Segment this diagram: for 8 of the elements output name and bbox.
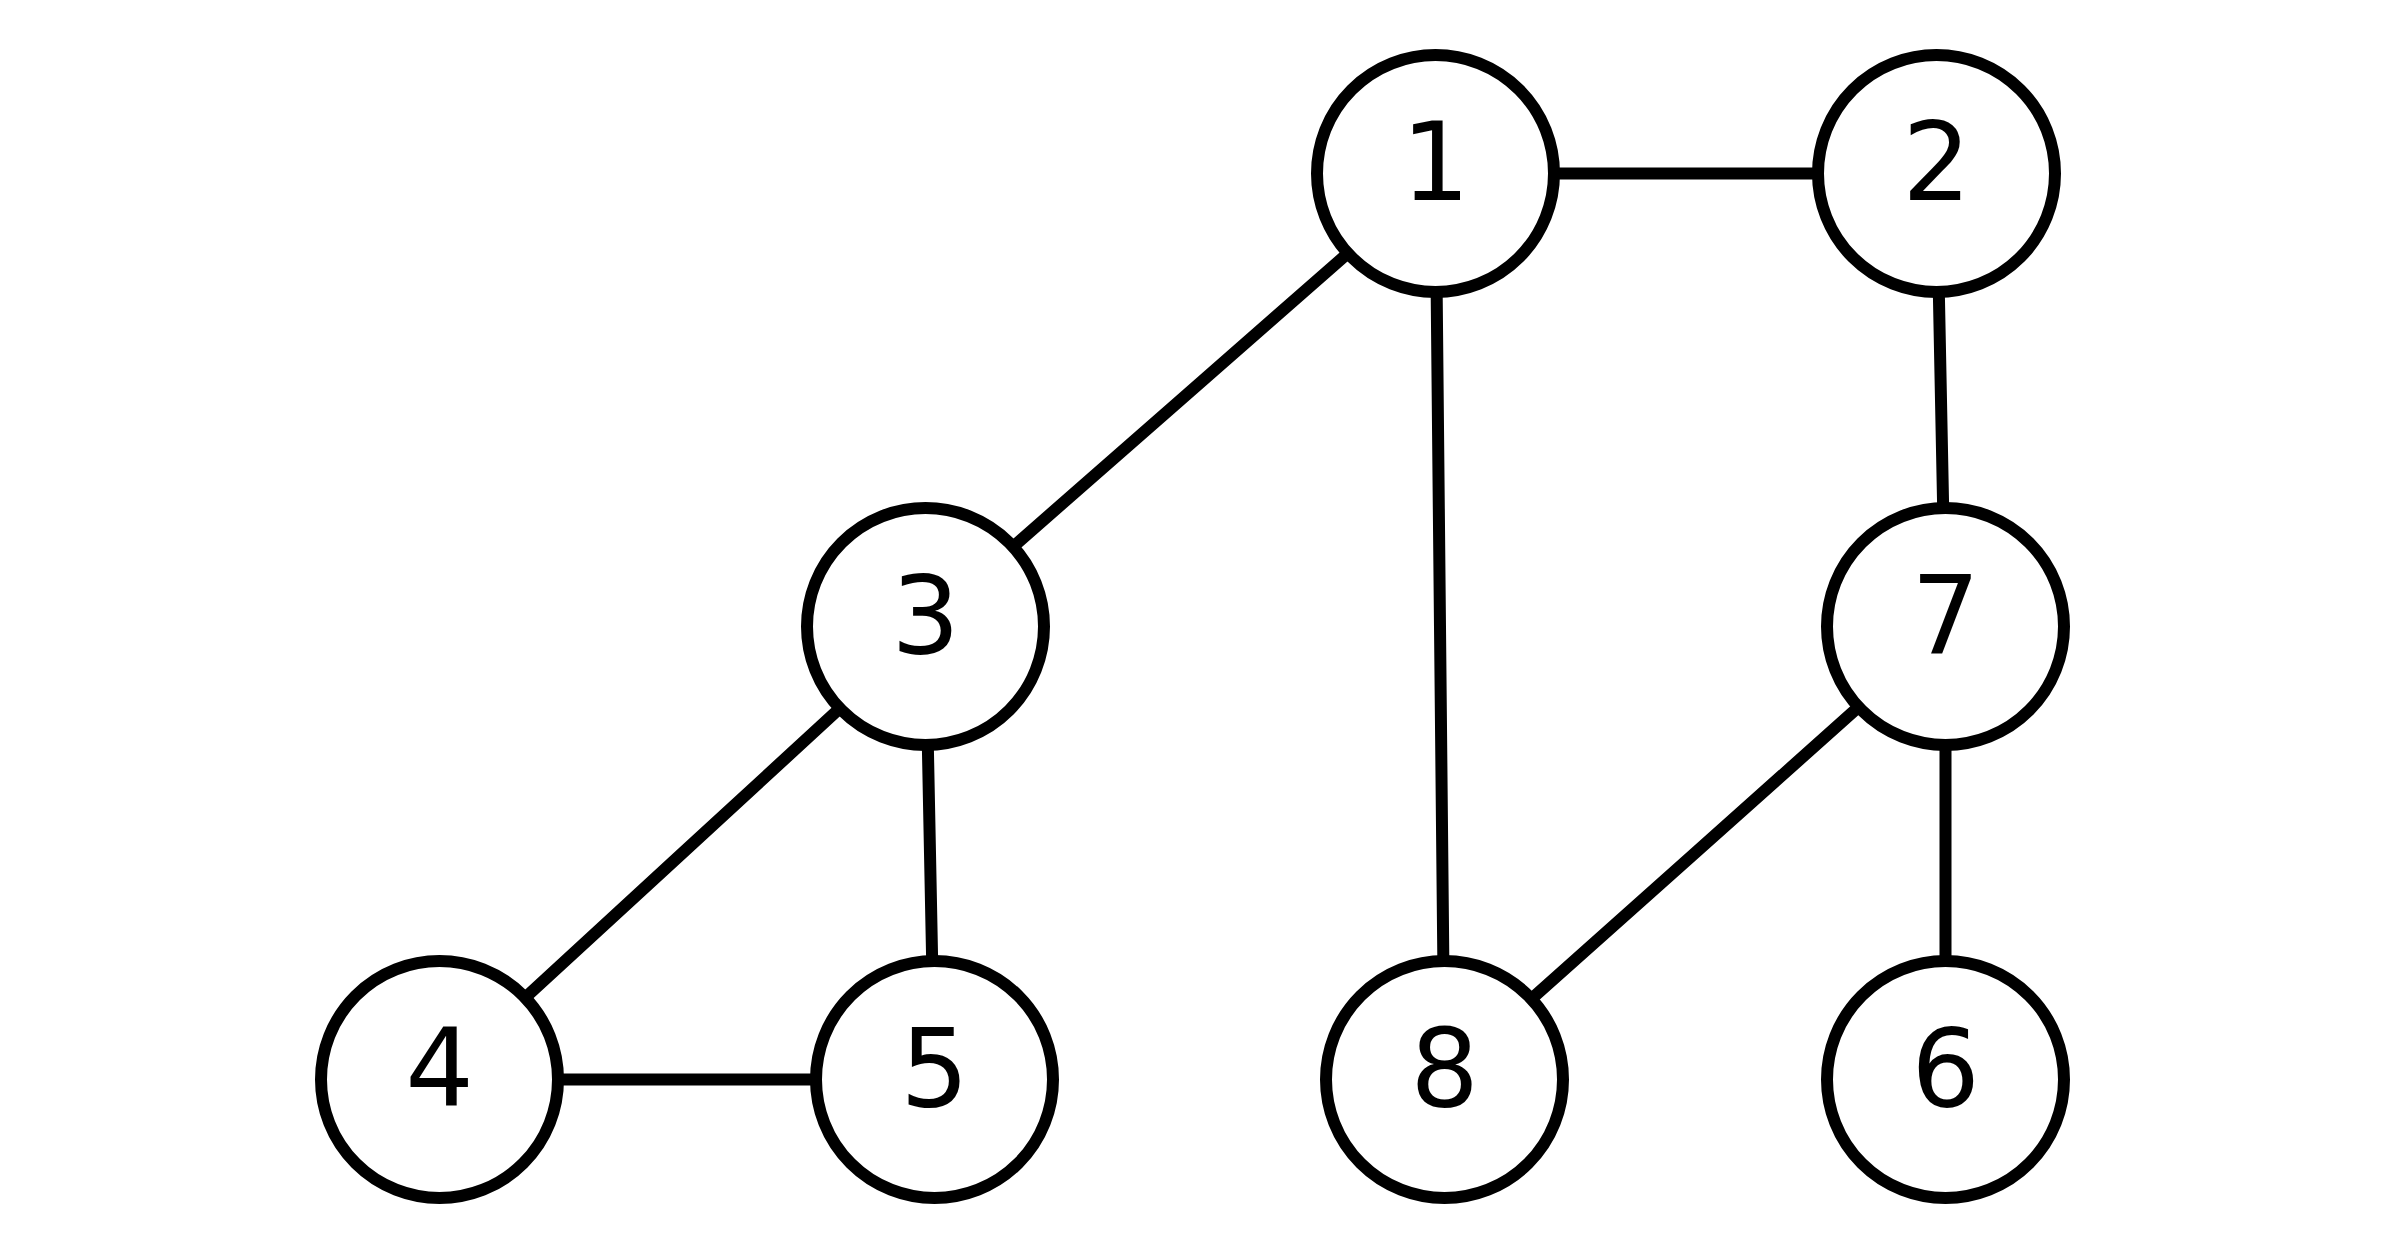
node-circle: 2 [1811, 48, 2061, 298]
node-circle: 8 [1319, 954, 1569, 1204]
node-circle: 7 [1820, 501, 2070, 751]
node-circle: 3 [800, 501, 1050, 751]
node-circle: 4 [314, 954, 564, 1204]
node-circle: 6 [1820, 954, 2070, 1204]
node-circle: 5 [809, 954, 1059, 1204]
node-circle: 1 [1310, 48, 1560, 298]
